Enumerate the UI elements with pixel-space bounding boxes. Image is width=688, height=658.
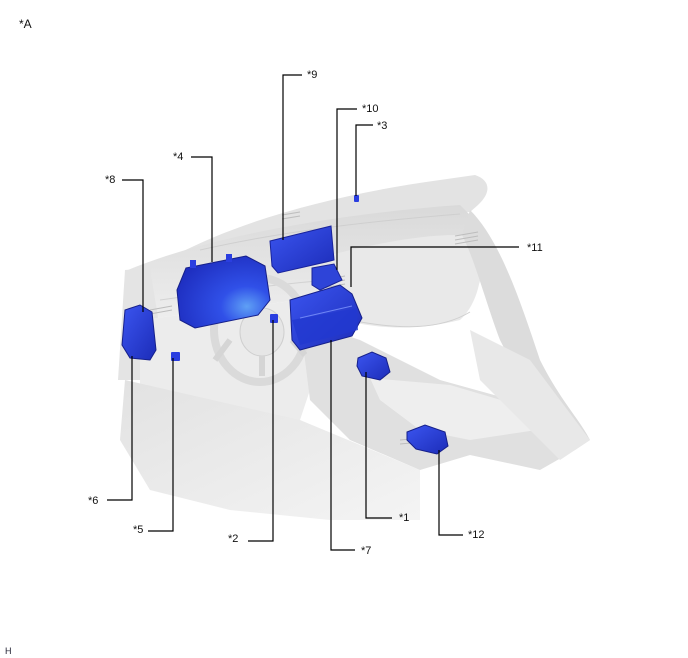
lower-dash-connector-component[interactable] [171,352,180,361]
dash-top-sensor-component[interactable] [354,195,359,202]
callout-label-3: *3 [377,120,388,132]
leader-line-3 [355,124,373,196]
leader-line-12 [438,450,463,536]
callout-label-4: *4 [173,151,184,163]
leader-line-5 [148,358,174,532]
leader-line-8 [122,179,144,312]
center-console-module-component[interactable] [356,351,391,381]
callout-label-10: *10 [362,103,379,115]
callout-label-1: *1 [399,512,410,524]
callout-label-8: *8 [105,174,116,186]
callout-label-6: *6 [88,495,99,507]
center-audio-unit-component[interactable] [289,284,363,351]
corner-code: H [5,646,12,656]
leader-line-11 [350,246,519,287]
leader-line-6 [107,356,133,501]
leader-lines [107,74,519,551]
callout-label-9: *9 [307,69,318,81]
callout-label-11: *11 [527,242,543,254]
steering-pad-switch-component[interactable] [270,314,278,323]
rear-console-module-component[interactable] [406,424,449,455]
center-display-component[interactable] [269,225,335,274]
components [121,195,449,455]
leader-line-4 [191,156,213,262]
leader-line-2 [248,320,274,542]
leader-line-7 [330,340,355,551]
leader-line-9 [282,74,302,240]
callout-label-2: *2 [228,533,239,545]
callout-label-7: *7 [361,545,372,557]
callout-label-12: *12 [468,529,485,541]
combination-meter-component[interactable] [176,254,271,329]
interior-shell [118,175,590,520]
view-label: *A [19,17,32,31]
side-ecu-component[interactable] [121,304,157,361]
leader-line-10 [336,108,357,270]
callout-label-5: *5 [133,524,144,536]
leader-line-1 [365,372,392,519]
display-bracket-component[interactable] [311,263,343,291]
